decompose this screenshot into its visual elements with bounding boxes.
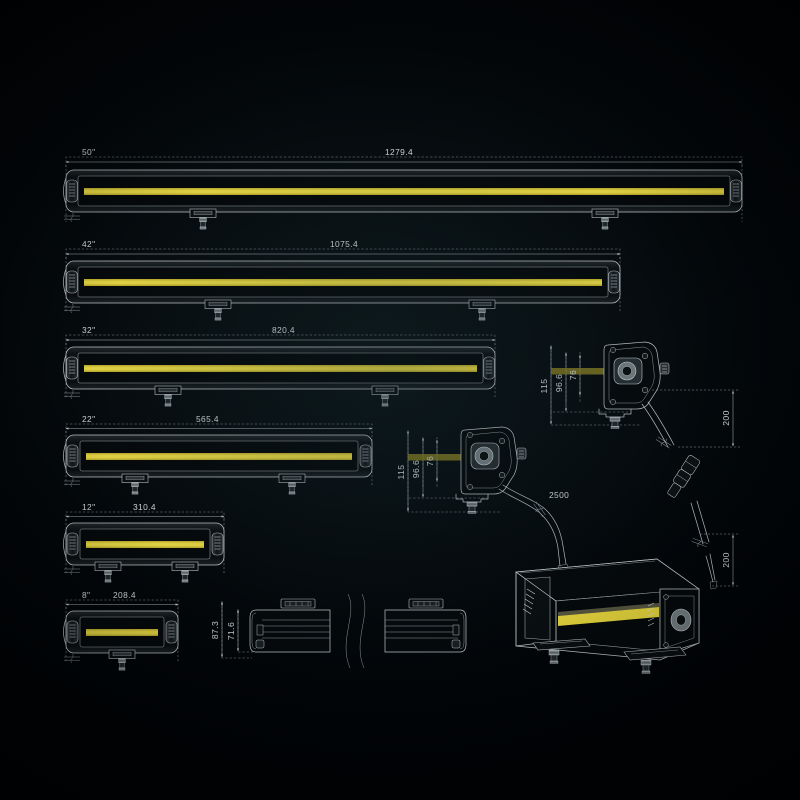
mount-bracket-iso <box>532 638 591 664</box>
end-view-lower <box>406 426 575 599</box>
end-cap-right-32 <box>483 356 495 380</box>
end-cap-left-32 <box>66 356 78 380</box>
light-bar-12 <box>63 511 225 583</box>
lens-strip-42 <box>84 279 602 286</box>
brand-logo-iso-right <box>647 602 655 627</box>
label-height-115-upper: 115 <box>539 379 549 394</box>
mount-bracket <box>171 561 199 583</box>
bar-body-12 <box>63 522 225 583</box>
dimension-12 <box>65 511 225 574</box>
brand-logo-iso <box>522 588 536 615</box>
mount-bracket-top <box>408 598 444 609</box>
bar-body-42 <box>63 260 621 321</box>
mount-bracket <box>204 299 232 321</box>
mount-bracket <box>154 385 182 407</box>
label-drop-200-upper: 200 <box>721 410 731 426</box>
label-size-8: 8" <box>82 590 90 600</box>
mount-bracket-top <box>280 598 316 609</box>
label-height-115-lower: 115 <box>396 465 406 480</box>
dimension-22 <box>65 423 373 486</box>
label-size-22: 22" <box>82 414 96 424</box>
end-cap-right-50 <box>730 179 742 203</box>
label-cable-2500: 2500 <box>549 490 569 500</box>
lens-strip-32 <box>84 365 477 372</box>
bar-body-50 <box>63 169 743 230</box>
bar-body-32 <box>63 346 496 407</box>
label-length-32: 820.4 <box>272 325 295 335</box>
top-view <box>220 593 467 669</box>
label-length-12: 310.4 <box>133 502 156 512</box>
dimension-42 <box>65 248 621 312</box>
mount-bracket <box>94 561 122 583</box>
end-cap-left-12 <box>66 532 79 556</box>
light-bar-42 <box>63 248 621 321</box>
label-depth-87-3: 87.3 <box>210 621 220 639</box>
label-size-12: 12" <box>82 502 96 512</box>
mount-bracket <box>591 208 619 230</box>
lens-strip-8 <box>86 629 158 636</box>
label-height-76-upper: 76 <box>568 370 578 380</box>
end-cap-right-8 <box>165 620 178 644</box>
mount-bracket-iso <box>623 646 687 674</box>
end-cap-right-22 <box>359 444 372 468</box>
end-cap-right-42 <box>608 270 620 294</box>
mount-bracket <box>121 473 149 495</box>
label-size-32: 32" <box>82 325 96 335</box>
label-height-96-6-lower: 96.6 <box>411 460 421 478</box>
dimension-8 <box>65 599 179 662</box>
lens-strip-12 <box>86 541 204 548</box>
light-bar-22 <box>63 423 373 495</box>
perspective-view <box>515 558 700 674</box>
lens-strip-22 <box>86 453 352 460</box>
label-depth-71-6: 71.6 <box>226 622 236 640</box>
end-cap-left-50 <box>66 179 78 203</box>
label-drop-200-lower: 200 <box>721 552 731 568</box>
mount-bracket <box>189 208 217 230</box>
mount-bracket <box>371 385 399 407</box>
mount-bracket <box>108 649 136 671</box>
end-cap-left-8 <box>66 620 79 644</box>
label-length-8: 208.4 <box>113 590 136 600</box>
label-height-76-lower: 76 <box>425 456 435 466</box>
bar-body-8 <box>63 610 179 671</box>
light-bar-8 <box>63 599 179 671</box>
label-length-22: 565.4 <box>196 414 219 424</box>
label-height-96-6-upper: 96.6 <box>554 374 564 392</box>
bar-body-22 <box>63 434 373 495</box>
mount-bracket <box>468 299 496 321</box>
label-size-50: 50" <box>82 147 96 157</box>
label-length-42: 1075.4 <box>330 239 358 249</box>
light-bar-32 <box>63 334 496 407</box>
end-cap-left-42 <box>66 270 78 294</box>
end-cap-left-22 <box>66 444 79 468</box>
end-cap-right-12 <box>211 532 224 556</box>
label-length-50: 1279.4 <box>385 147 413 157</box>
light-bar-50 <box>63 156 743 230</box>
label-size-42: 42" <box>82 239 96 249</box>
mount-bracket <box>278 473 306 495</box>
end-view-upper <box>549 341 740 590</box>
lens-strip-50 <box>84 188 724 195</box>
dimension-32 <box>65 334 496 398</box>
